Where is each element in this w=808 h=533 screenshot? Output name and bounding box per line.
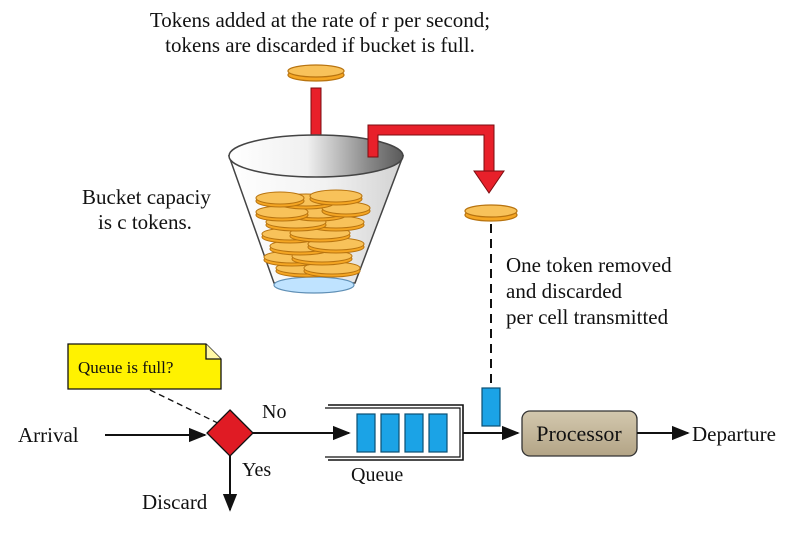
no-label: No [262,401,286,423]
caption-line-1: Tokens added at the rate of r per second… [150,8,490,32]
queue-full-note-text: Queue is full? [78,358,173,377]
token-outflow-arrow [367,124,505,194]
departure-label: Departure [692,422,776,446]
bucket-token [309,189,363,206]
bucket-token [307,237,365,254]
bucket-label-line-1: Bucket capaciy [82,185,211,209]
yes-label: Yes [242,459,271,481]
queue-cell [404,413,424,453]
queue-label: Queue [351,464,403,486]
queue-cell [428,413,448,453]
bucket-token [255,191,305,208]
removal-label-line-1: One token removed [506,253,672,277]
removal-label-line-3: per cell transmitted [506,305,669,329]
arrival-label: Arrival [18,423,79,447]
queue-cell [356,413,376,453]
transmitted-cell [481,387,501,427]
removed-token [464,204,518,222]
queue-full-note: Queue is full? [67,343,222,390]
incoming-token [287,64,345,82]
queue-cell [380,413,400,453]
bucket-label-line-2: is c tokens. [98,210,192,234]
token-stack [255,189,371,278]
processor-label: Processor [536,421,622,446]
queue-full-decision [206,409,254,457]
removal-label-line-2: and discarded [506,279,623,303]
note-pointer-dashed-line [149,389,229,429]
bucket-token [255,205,309,222]
caption-line-2: tokens are discarded if bucket is full. [165,33,475,57]
discard-label: Discard [142,490,208,514]
